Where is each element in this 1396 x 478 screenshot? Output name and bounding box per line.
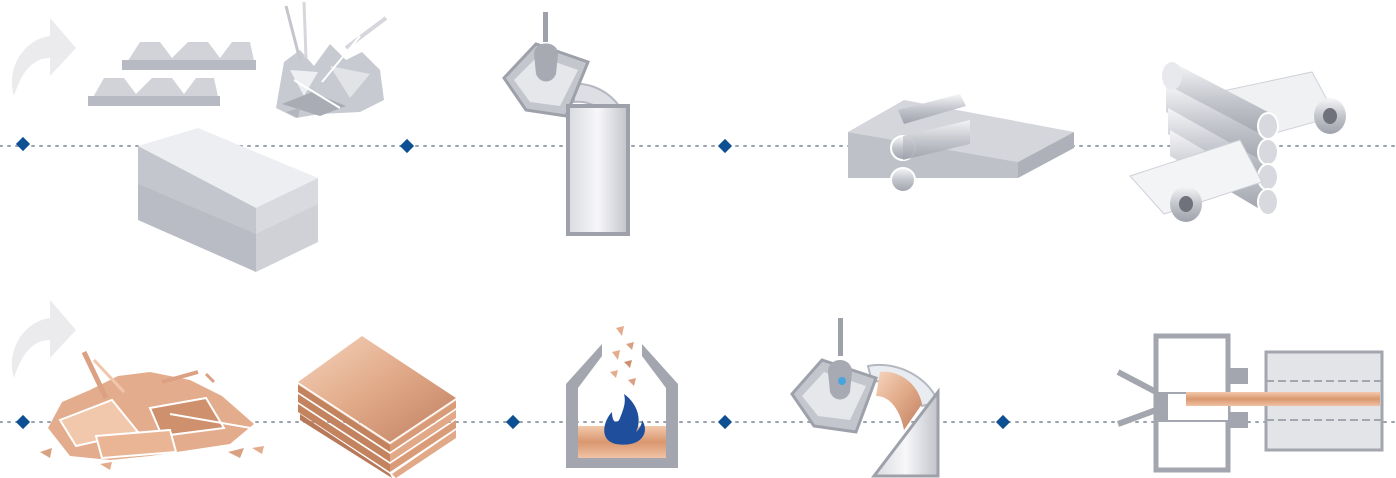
step-marker	[16, 137, 30, 151]
recycle-arrow-icon	[12, 18, 76, 96]
step-marker	[996, 415, 1010, 429]
aluminium-melt-cast-icon	[504, 12, 628, 234]
copper-recycle-arrow-icon	[12, 300, 76, 378]
step-marker	[16, 415, 30, 429]
aluminium-cold-rolling-icon	[1130, 62, 1346, 222]
aluminium-hot-rolling-icon	[848, 94, 1074, 192]
copper-casting-icon	[792, 318, 938, 476]
copper-continuous-casting-icon	[1118, 336, 1382, 470]
step-marker	[718, 415, 732, 429]
aluminium-scrap-icon	[276, 2, 386, 118]
step-marker	[400, 139, 414, 153]
copper-cathode-plates-icon	[298, 336, 456, 478]
step-marker	[506, 415, 520, 429]
aluminium-slab-icon	[138, 128, 318, 272]
copper-scrap-icon	[40, 352, 264, 470]
aluminium-ingots-icon	[88, 42, 256, 106]
copper-furnace-icon	[566, 326, 678, 468]
step-marker	[718, 139, 732, 153]
